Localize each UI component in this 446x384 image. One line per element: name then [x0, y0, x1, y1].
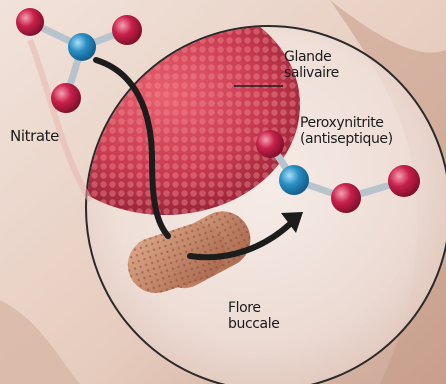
peroxynitrite-label: Peroxynitrite (antiseptique) — [300, 115, 393, 147]
salivary-gland-label: Glande salivaire — [284, 49, 339, 81]
oxygen-atom — [16, 8, 44, 36]
nitrate-label: Nitrate — [10, 128, 59, 144]
oxygen-atom — [388, 165, 420, 197]
nitrogen-atom — [279, 165, 309, 195]
oxygen-atom — [331, 183, 361, 213]
oral-flora-label: Flore buccale — [228, 300, 279, 332]
oxygen-atom — [51, 83, 81, 113]
oxygen-atom — [256, 130, 284, 158]
nitrogen-atom — [68, 33, 96, 61]
oxygen-atom — [112, 15, 142, 45]
